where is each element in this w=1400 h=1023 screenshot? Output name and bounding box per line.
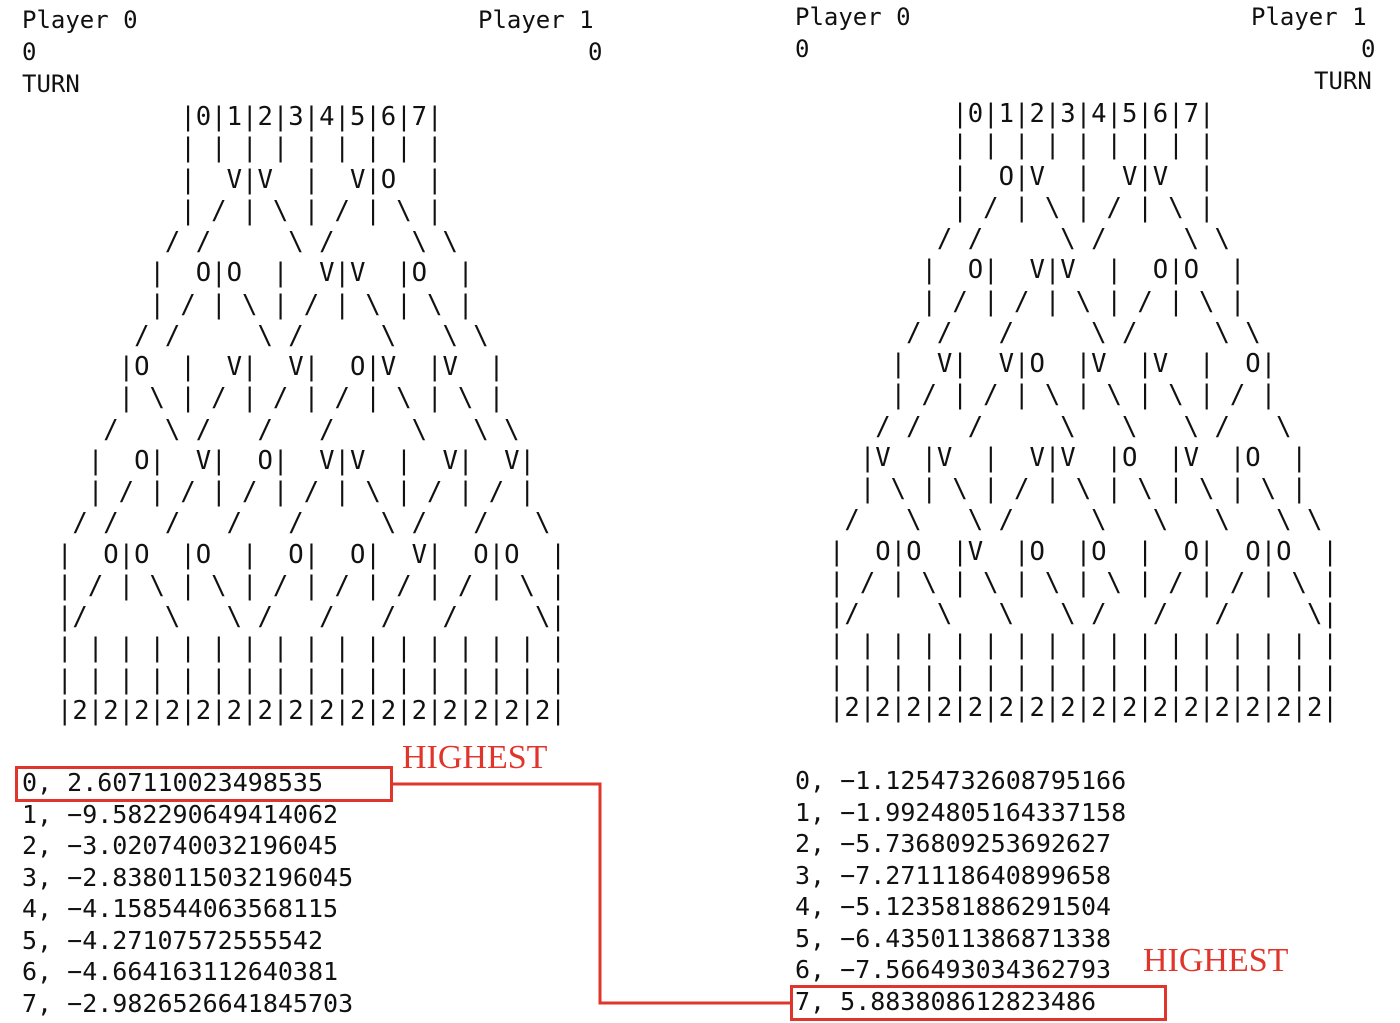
move-score-item: 6, −4.664163112640381 [22, 957, 339, 986]
board-row: | / | \ | / | \ | [57, 195, 443, 226]
board-row: / \ / / / \ \ \ [57, 414, 520, 445]
board-row: | | | | | | | | | [829, 130, 1215, 161]
board-row: | O| V| O| V|V | V| V| [57, 445, 535, 476]
player0-label: Player 0 [795, 3, 911, 31]
move-score-item: 5, −4.27107572555542 [22, 925, 324, 955]
move-score-item: 6, −7.566493034362793 [795, 955, 1112, 984]
board-row: | / | \ | / | \ | [829, 192, 1215, 223]
board-row: | / | \ | \ | \ | \ | / | / | \ | [829, 567, 1338, 598]
board-row: |2|2|2|2|2|2|2|2|2|2|2|2|2|2|2|2| [57, 695, 566, 726]
turn-indicator: TURN [22, 70, 80, 98]
move-score-item: 4, −4.158544063568115 [22, 894, 339, 923]
move-score-item: 7, 5.883808612823486 [795, 986, 1097, 1016]
board-row: / / \ / \ \ [57, 227, 458, 257]
board-row: / / / \ / \ \ [829, 317, 1261, 348]
board-row: |O | V| V| O|V |V | [57, 352, 505, 382]
game-board: |0|1|2|3|4|5|6|7| | | | | | | | | | | O|… [829, 99, 1338, 724]
player0-score: 0 [22, 38, 37, 66]
board-row: | O| V|V | O|O | [829, 255, 1246, 286]
board-row: / / / \ \ \ / \ [829, 411, 1292, 442]
move-score-item: 3, −7.271118640899658 [795, 860, 1112, 890]
move-score-item: 7, −2.9826526641845703 [22, 988, 354, 1018]
board-row: | O|O |V |O |O | O| O|O | [829, 536, 1338, 567]
game-board: |0|1|2|3|4|5|6|7| | | | | | | | | | | V|… [57, 102, 566, 727]
turn-indicator: TURN [1314, 67, 1372, 95]
left-game-panel: Player 0 Player 1 0 0 TURN |0|1|2|3|4|5|… [15, 6, 603, 1019]
highest-label: HIGHEST [1143, 942, 1289, 979]
board-row: | / | / | \ | / | \ | [829, 286, 1246, 317]
move-score-item: 3, −2.8380115032196045 [22, 862, 354, 892]
board-row: | \ | \ | / | \ | \ | \ | \ | [829, 474, 1307, 504]
move-score-item: 0, −1.1254732608795166 [795, 766, 1127, 795]
highest-score-box [15, 766, 393, 802]
board-row: |0|1|2|3|4|5|6|7| [829, 99, 1215, 129]
board-row: | / | \ | / | \ | \ | [57, 289, 474, 320]
board-row: | O|O |O | O| O| V| O|O | [57, 539, 566, 570]
player0-score: 0 [795, 35, 810, 63]
move-score-item: 1, −9.582290649414062 [22, 799, 339, 829]
board-row: / / \ / \ \ \ [57, 320, 489, 351]
highest-score-box [790, 985, 1167, 1021]
player0-label: Player 0 [22, 6, 138, 34]
board-row: | | | | | | | | | [57, 133, 443, 164]
board-row: |2|2|2|2|2|2|2|2|2|2|2|2|2|2|2|2| [829, 692, 1338, 723]
board-row: | | | | | | | | | | | | | | | | | [829, 661, 1338, 692]
right-game-panel: Player 0 Player 1 0 0 TURN |0|1|2|3|4|5|… [770, 0, 1400, 1023]
player1-score: 0 [588, 38, 603, 66]
move-score-item: 1, −1.9924805164337158 [795, 797, 1127, 827]
board-row: | \ | / | / | / | \ | \ | [57, 383, 505, 414]
board-row: |/ \ \ \ / / / \| [829, 599, 1338, 629]
board-row: | V|V | V|O | [57, 164, 443, 195]
board-row: / / / / / \ / / \ [57, 508, 551, 539]
board-row: |0|1|2|3|4|5|6|7| [57, 102, 443, 132]
player1-score: 0 [1361, 35, 1376, 63]
move-score-item: 4, −5.123581886291504 [795, 892, 1112, 921]
board-row: | O|V | V|V | [829, 161, 1215, 192]
board-row: | | | | | | | | | | | | | | | | | [57, 664, 566, 695]
board-row: | V| V|O |V |V | O| [829, 349, 1277, 379]
board-row: / \ \ / \ \ \ \ \ [829, 505, 1323, 536]
move-score-item: 0, 2.607110023498535 [22, 768, 324, 797]
board-row: | / | / | \ | \ | \ | / | [829, 380, 1277, 411]
board-row: / / \ / \ \ [829, 224, 1230, 254]
board-row: |V |V | V|V |O |V |O | [829, 442, 1307, 473]
move-score-item: 5, −6.435011386871338 [795, 923, 1112, 953]
board-row: | | | | | | | | | | | | | | | | | [57, 633, 566, 664]
player1-label: Player 1 [1251, 3, 1367, 31]
highest-label: HIGHEST [402, 739, 548, 776]
board-row: | / | / | / | / | \ | / | / | [57, 477, 535, 507]
board-row: | O|O | V|V |O | [57, 258, 474, 289]
move-score-item: 2, −3.020740032196045 [22, 831, 339, 860]
board-row: | / | \ | \ | / | / | / | / | \ | [57, 570, 566, 601]
board-row: |/ \ \ / / / / \| [57, 602, 566, 632]
move-score-item: 2, −5.736809253692627 [795, 829, 1112, 858]
player1-label: Player 1 [478, 6, 594, 34]
board-row: | | | | | | | | | | | | | | | | | [829, 630, 1338, 661]
